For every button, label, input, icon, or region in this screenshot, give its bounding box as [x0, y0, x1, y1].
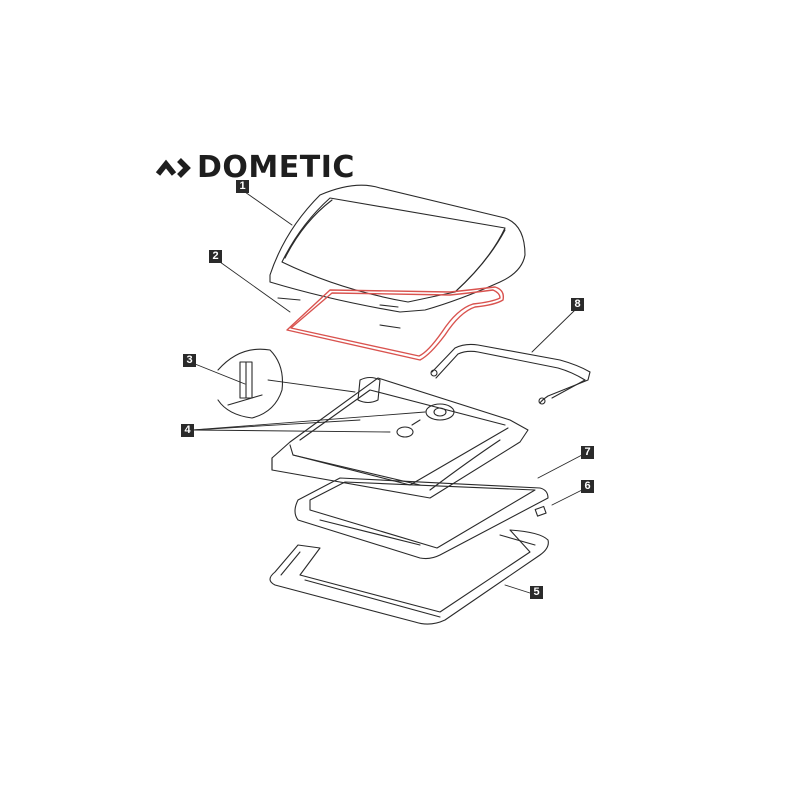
- callout-3: 3: [183, 354, 196, 367]
- brand-name: DOMETIC: [197, 150, 355, 185]
- part-1-dome-cover: [269, 184, 526, 329]
- callout-4: 4: [181, 424, 194, 437]
- part-3-hinge-detail: [217, 348, 284, 419]
- part-6-clip: [534, 505, 547, 517]
- callout-1: 1: [236, 180, 249, 193]
- part-5-inner-frame: [269, 529, 549, 625]
- callout-5: 5: [530, 586, 543, 599]
- leader-lines: [192, 191, 583, 594]
- callout-8: 8: [571, 298, 584, 311]
- callout-2: 2: [209, 250, 222, 263]
- part-2-seal-gasket: [286, 286, 505, 361]
- callout-7: 7: [581, 446, 594, 459]
- part-8-support-arm: [430, 343, 591, 405]
- part-7-mounting-frame: [294, 477, 549, 560]
- callout-6: 6: [581, 480, 594, 493]
- dometic-logo: DOMETIC: [155, 152, 355, 184]
- dometic-chevron-mark-icon: [155, 158, 191, 178]
- part-4-window-frame: [271, 376, 529, 499]
